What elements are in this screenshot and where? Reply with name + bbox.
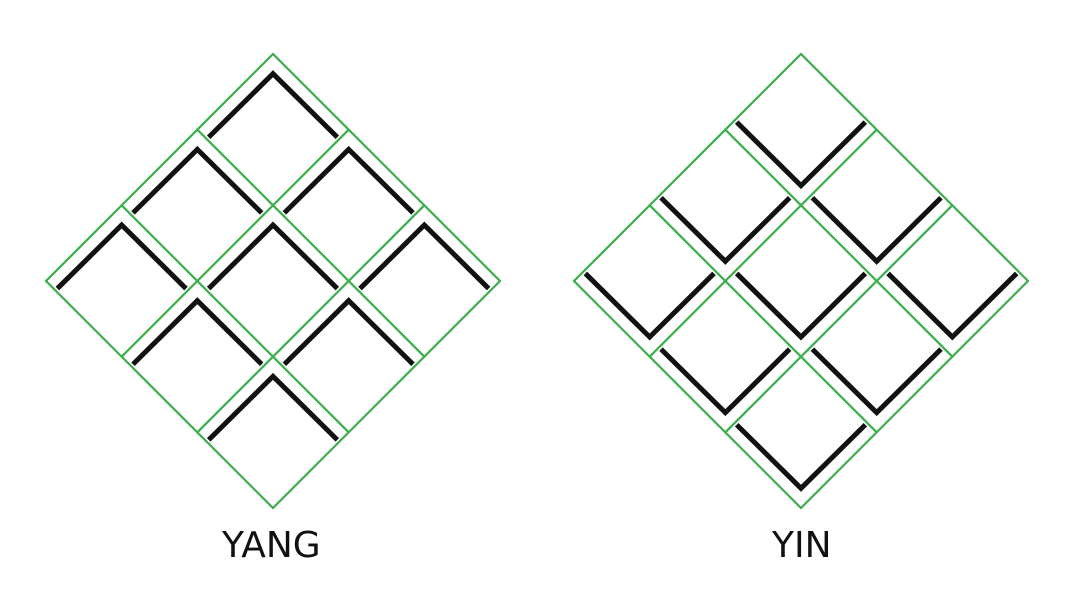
grid-line bbox=[724, 204, 954, 434]
grid-line bbox=[724, 128, 954, 358]
yang-label: YANG bbox=[222, 525, 321, 566]
grid-line bbox=[572, 279, 803, 510]
grid-line bbox=[120, 128, 350, 358]
yang-diamond bbox=[44, 52, 502, 510]
chevron-up-mark bbox=[206, 372, 340, 442]
grid-line bbox=[648, 128, 878, 358]
grid-line bbox=[44, 279, 275, 510]
grid-line bbox=[196, 128, 426, 358]
yin-label: YIN bbox=[772, 525, 832, 566]
chevron-down-mark bbox=[810, 347, 943, 417]
chevron-up-mark bbox=[55, 221, 188, 291]
chevron-up-mark bbox=[358, 221, 491, 291]
grid-line bbox=[196, 204, 426, 434]
chevron-up-mark bbox=[131, 145, 264, 215]
grid-line bbox=[271, 52, 502, 283]
chevron-down-mark bbox=[734, 271, 868, 341]
grid-line bbox=[44, 52, 275, 283]
chevron-down-mark bbox=[659, 195, 792, 265]
grid-line bbox=[271, 279, 502, 510]
chevron-down-mark bbox=[583, 271, 716, 341]
grid-line bbox=[799, 279, 1030, 510]
grid-line bbox=[120, 204, 350, 434]
chevron-down-mark bbox=[810, 195, 943, 265]
chevron-up-mark bbox=[131, 297, 264, 367]
grid-line bbox=[799, 52, 1030, 283]
chevron-up-mark bbox=[282, 297, 415, 367]
chevron-up-mark bbox=[282, 145, 415, 215]
grid-line bbox=[648, 204, 878, 434]
grid-line bbox=[572, 52, 803, 283]
chevron-down-mark bbox=[734, 422, 868, 492]
chevron-down-mark bbox=[734, 120, 868, 190]
chevron-down-mark bbox=[659, 347, 792, 417]
chevron-down-mark bbox=[886, 271, 1019, 341]
chevron-up-mark bbox=[206, 221, 340, 291]
yin-diamond bbox=[572, 52, 1030, 510]
chevron-up-mark bbox=[206, 70, 340, 140]
